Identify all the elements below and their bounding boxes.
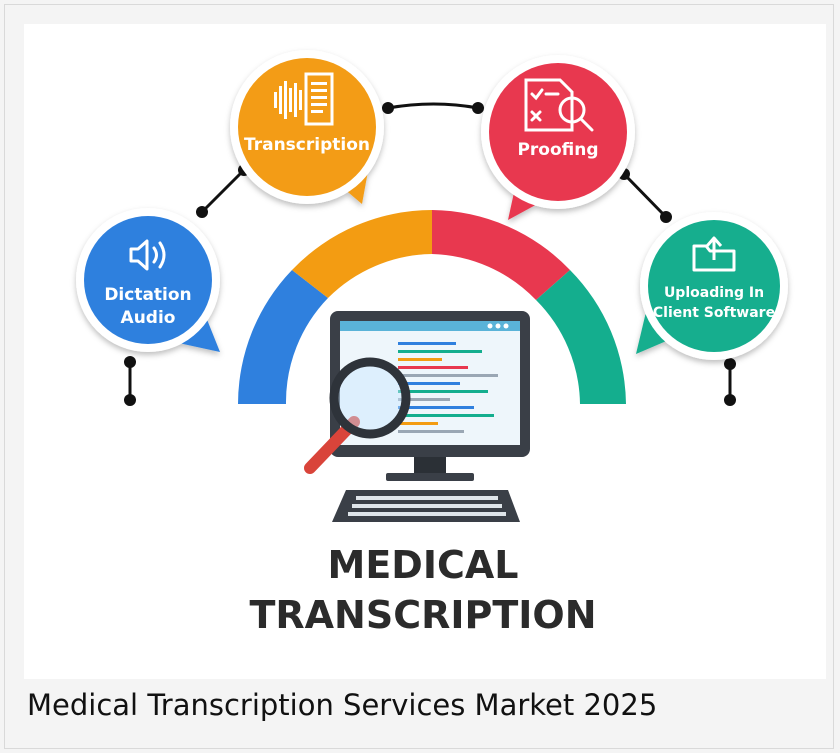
speaker-icon [129, 239, 166, 271]
magnifier-icon [304, 357, 411, 474]
step-label-line1: Proofing [517, 140, 598, 160]
upload-folder-icon [692, 236, 736, 272]
medical-transcription-diagram: Dictation Audio [76, 50, 788, 637]
keyboard-keys [348, 496, 506, 516]
gauge-segment-red [432, 210, 570, 300]
figure-caption: Medical Transcription Services Market 20… [27, 688, 658, 722]
step-bubble-dictation-audio [76, 208, 220, 352]
step-label-line2: Client Software [653, 305, 775, 321]
screen-code-lines [398, 342, 498, 433]
infographic: Dictation Audio [24, 24, 826, 679]
figure-frame: Dictation Audio [4, 4, 834, 749]
step-bubble-transcription [230, 50, 384, 204]
step-label-line2: Audio [121, 308, 176, 328]
gauge-segment-blue [238, 270, 328, 404]
document-magnifier-icon [524, 78, 594, 132]
gauge-segment-green [536, 270, 626, 404]
diagram-title-line2: TRANSCRIPTION [249, 593, 596, 637]
diagram-title-line1: MEDICAL [328, 543, 519, 587]
step-label-line1: Dictation [104, 285, 191, 305]
step-bubble-proofing [481, 55, 635, 220]
document-lines-icon [304, 72, 334, 126]
step-label-line1: Uploading In [664, 285, 764, 301]
step-label-line1: Transcription [244, 135, 370, 155]
audio-waveform-icon [274, 81, 302, 119]
gauge-arc [238, 210, 626, 404]
step-bubble-uploading [636, 212, 788, 360]
gauge-segment-orange [292, 210, 432, 298]
monitor-illustration [330, 311, 530, 522]
